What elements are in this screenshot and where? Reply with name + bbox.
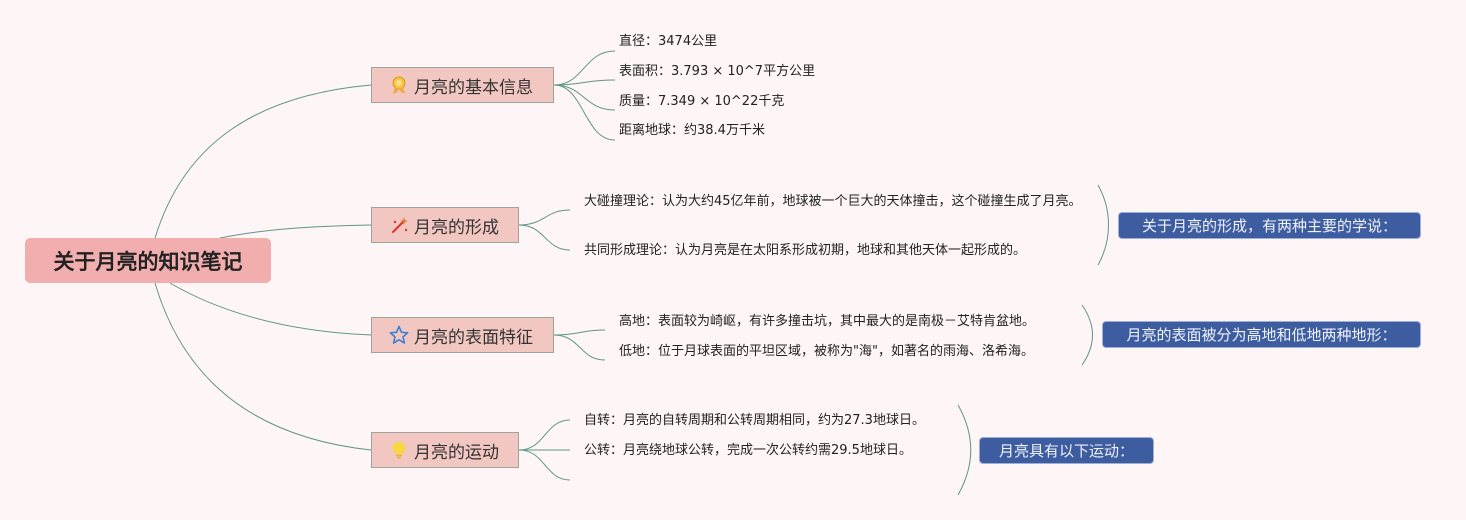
connector-root-branch-2 (219, 224, 372, 239)
connector-root-branch-1 (154, 84, 372, 239)
branch-basic-info[interactable]: 月亮的基本信息 (371, 67, 554, 103)
leaf-item: 大碰撞理论：认为大约45亿年前，地球被一个巨大的天体撞击，这个碰撞生成了月亮。 (584, 194, 1082, 209)
summary-box[interactable]: 月亮的表面被分为高地和低地两种地形： (1102, 321, 1421, 348)
summary-text: 月亮的表面被分为高地和低地两种地形： (1126, 326, 1397, 344)
summary-bracket-4 (957, 404, 972, 496)
connector-b1-leaf-3 (553, 84, 616, 111)
connector-b1-leaf-4 (553, 84, 616, 141)
leaf-item: 自转：月亮的自转周期和公转周期相同，约为27.3地球日。 (584, 413, 925, 428)
root-title: 关于月亮的知识笔记 (53, 249, 243, 274)
summary-bracket-2 (1097, 184, 1109, 266)
summary-text: 关于月亮的形成，有两种主要的学说： (1141, 217, 1397, 235)
leaf-item: 低地：位于月球表面的平坦区域，被称为"海"，如著名的雨海、洛希海。 (619, 344, 1034, 359)
leaf-item: 直径：3474公里 (619, 34, 718, 49)
branch-formation[interactable]: 月亮的形成 (371, 207, 519, 243)
branch-label: 月亮的形成 (414, 217, 499, 238)
leaf-item: 表面积：3.793 × 10^7平方公里 (619, 64, 816, 79)
branch-surface[interactable]: 月亮的表面特征 (371, 317, 554, 353)
root-topic[interactable]: 关于月亮的知识笔记 (25, 238, 271, 283)
connector-b1-leaf-1 (553, 50, 616, 86)
connector-root-branch-3 (169, 282, 372, 336)
summary-text: 月亮具有以下运动： (998, 442, 1134, 460)
summary-bracket-3 (1081, 304, 1093, 366)
leaf-item: 共同形成理论：认为月亮是在太阳系形成初期，地球和其他天体一起形成的。 (584, 243, 1027, 258)
branch-label: 月亮的运动 (414, 442, 499, 463)
lightbulb-icon (389, 440, 409, 460)
summary-box[interactable]: 关于月亮的形成，有两种主要的学说： (1118, 212, 1421, 239)
leaf-item: 公转：月亮绕地球公转，完成一次公转约需29.5地球日。 (584, 443, 912, 458)
connector-b3-leaf-1 (553, 329, 606, 336)
leaf-item: 质量：7.349 × 10^22千克 (619, 94, 785, 109)
leaf-item: 距离地球：约38.4万千米 (619, 123, 765, 138)
connector-b4-leaf-1 (518, 419, 571, 451)
leaf-item: 高地：表面较为崎岖，有许多撞击坑，其中最大的是南极－艾特肯盆地。 (619, 314, 1036, 329)
connector-b3-leaf-2 (553, 334, 606, 361)
connector-b1-leaf-2 (553, 79, 616, 86)
star-outline-icon (389, 325, 409, 345)
branch-label: 月亮的基本信息 (414, 77, 533, 98)
medal-icon (389, 75, 409, 95)
connector-b4-leaf-3 (518, 449, 571, 481)
connector-root-branch-4 (154, 282, 372, 451)
connector-b2-leaf-1 (518, 209, 571, 226)
branch-label: 月亮的表面特征 (414, 327, 533, 348)
connector-b2-leaf-2 (518, 224, 571, 251)
branch-motion[interactable]: 月亮的运动 (371, 432, 519, 468)
sparkle-wand-icon (389, 215, 409, 235)
summary-box[interactable]: 月亮具有以下运动： (979, 437, 1154, 464)
